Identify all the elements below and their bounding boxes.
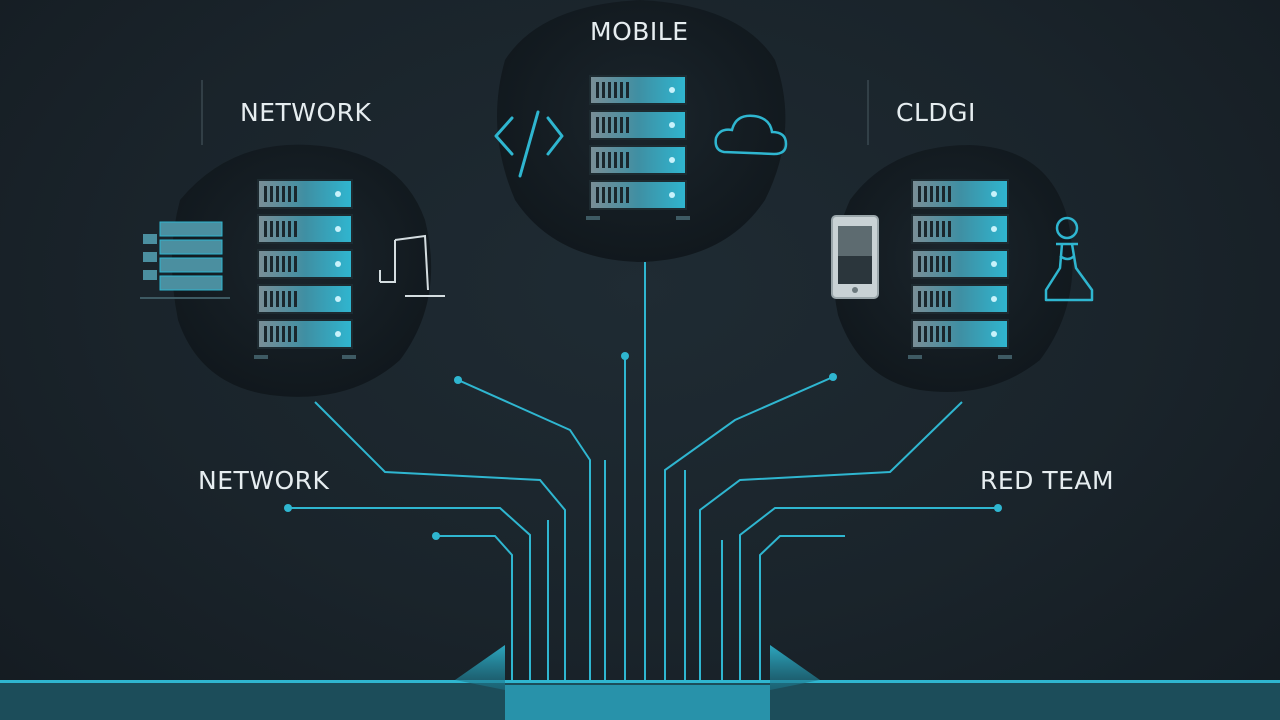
circuit-line [699,401,963,682]
label-network-top: NETWORK [240,98,372,127]
label-cloud: CLDGI [896,98,976,127]
circuit-line [739,507,998,682]
code-tag-icon [494,110,564,178]
circuit-line [436,535,513,682]
server-rack-right [908,179,1012,359]
circuit-node [432,532,440,540]
circuit-node [621,352,629,360]
chess-pawn-icon [1044,216,1094,302]
label-network-bottom: NETWORK [198,466,330,495]
smartphone-icon [831,215,879,299]
circuit-node [284,504,292,512]
label-mobile: MOBILE [590,17,689,46]
circuit-line [664,376,834,682]
server-rack-small-icon [140,221,230,299]
server-rack-center [586,75,690,220]
base-platform [0,645,1280,720]
circuit-node [454,376,462,384]
label-red-team: RED TEAM [980,466,1115,495]
cloud-icon [714,114,788,156]
document-pipe-icon [379,234,445,297]
circuit-line [759,535,845,682]
server-rack-left [254,179,356,359]
circuit-line [457,379,591,682]
circuit-node [829,373,837,381]
circuit-line [288,507,531,682]
circuit-line [314,401,566,682]
circuit-node [994,504,1002,512]
